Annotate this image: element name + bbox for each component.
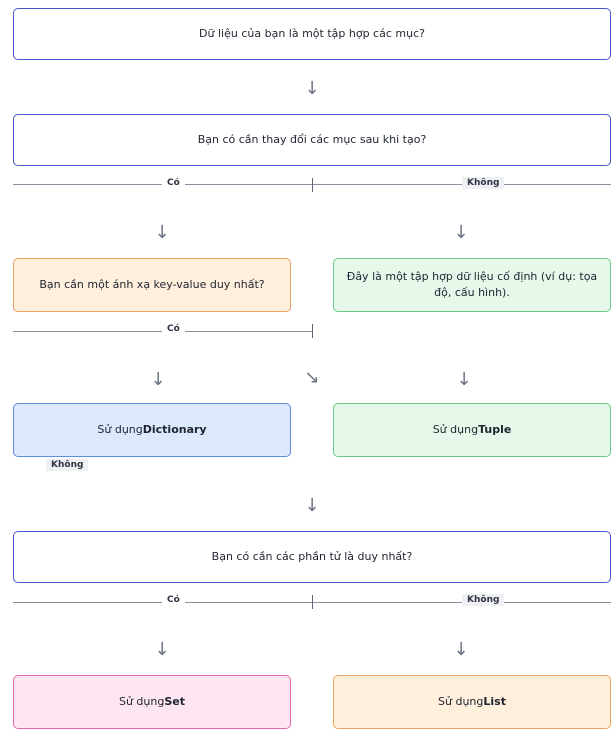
arrow-diagonal: ↘ xyxy=(304,367,320,388)
result-text-set: Sử dụngSet xyxy=(119,694,185,710)
arrow-down-3: ↓ xyxy=(304,495,320,516)
question-node-mutable: Bạn có cần thay đổi các mục sau khi tạo? xyxy=(13,114,611,166)
question-text-collection: Dữ liệu của bạn là một tập hợp các mục? xyxy=(199,27,425,40)
edge-label-no-2: Không xyxy=(46,459,89,471)
result-text-list: Sử dụngList xyxy=(438,694,506,710)
info-text-fixed-data: Đây là một tập hợp dữ liệu cố định (ví d… xyxy=(346,270,598,299)
result-node-tuple: Sử dụngTuple xyxy=(333,403,611,457)
edge-label-yes-1: Có xyxy=(162,177,185,189)
set-label: Set xyxy=(164,695,185,708)
result-node-set: Sử dụngSet xyxy=(13,675,291,729)
arrow-down-no-3: ↓ xyxy=(453,639,469,660)
branch-tick-2 xyxy=(312,324,313,338)
use-prefix-label: Sử dụng xyxy=(97,423,143,436)
result-node-list: Sử dụngList xyxy=(333,675,611,729)
use-prefix-label: Sử dụng xyxy=(118,695,165,708)
question-text-mutable: Bạn có cần thay đổi các mục sau khi tạo? xyxy=(197,133,427,146)
arrow-down-yes-3: ↓ xyxy=(154,639,170,660)
arrow-down-fixed: ↓ xyxy=(456,369,472,390)
dictionary-label: Dictionary xyxy=(142,423,207,436)
result-node-dictionary: Sử dụngDictionary xyxy=(13,403,291,457)
info-node-fixed-data: Đây là một tập hợp dữ liệu cố định (ví d… xyxy=(333,258,611,312)
result-text-dictionary: Sử dụngDictionary xyxy=(97,422,206,438)
arrow-down-yes-1: ↓ xyxy=(154,222,170,243)
use-prefix-label: Sử dụng xyxy=(438,695,484,708)
list-label: List xyxy=(483,695,506,708)
branch-tick-1 xyxy=(312,178,313,192)
arrow-down-yes-2: ↓ xyxy=(150,369,166,390)
arrow-down-1: ↓ xyxy=(304,78,320,99)
question-node-key-value: Bạn cần một ánh xạ key-value duy nhất? xyxy=(13,258,291,312)
use-prefix-label: Sử dụng xyxy=(432,423,479,436)
edge-label-no-3: Không xyxy=(462,594,505,606)
question-node-collection: Dữ liệu của bạn là một tập hợp các mục? xyxy=(13,8,611,60)
edge-label-no-1: Không xyxy=(462,177,505,189)
branch-tick-3 xyxy=(312,595,313,609)
edge-label-yes-2: Có xyxy=(162,323,185,335)
tuple-label: Tuple xyxy=(478,423,512,436)
result-text-tuple: Sử dụngTuple xyxy=(433,422,512,438)
question-node-unique: Bạn có cần các phần tử là duy nhất? xyxy=(13,531,611,583)
edge-label-yes-3: Có xyxy=(162,594,185,606)
arrow-down-no-1: ↓ xyxy=(453,222,469,243)
question-text-key-value: Bạn cần một ánh xạ key-value duy nhất? xyxy=(39,278,265,291)
question-text-unique: Bạn có cần các phần tử là duy nhất? xyxy=(211,550,413,563)
